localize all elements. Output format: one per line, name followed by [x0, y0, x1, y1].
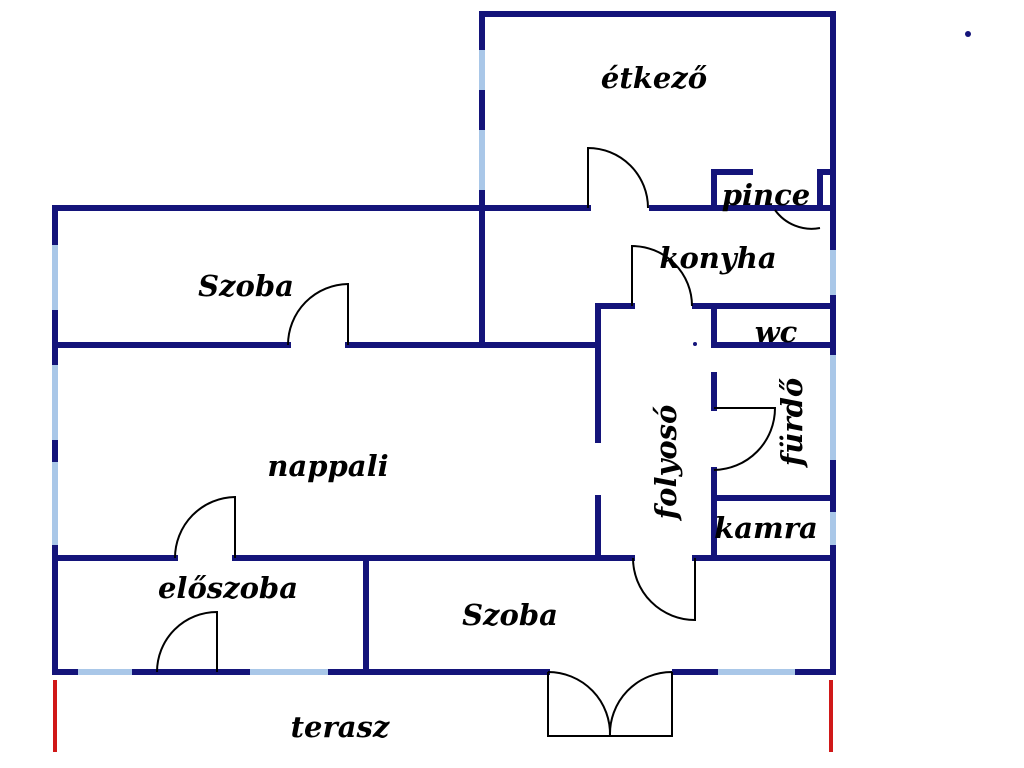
door-nappali: [174, 495, 236, 559]
door-etkezo: [587, 146, 649, 209]
door-terrace-right: [608, 671, 673, 737]
room-labels: étkező pince konyha Szoba wc nappali für…: [158, 61, 818, 744]
door-konyha: [631, 244, 693, 307]
door-folyoso-south: [632, 557, 696, 622]
label-terasz: terasz: [291, 710, 390, 744]
label-wc: wc: [755, 315, 798, 349]
label-szoba-upper: Szoba: [198, 269, 294, 303]
doors: [156, 146, 821, 737]
label-konyha: konyha: [659, 241, 776, 275]
door-terrace-left: [547, 671, 612, 737]
label-szoba-lower: Szoba: [462, 598, 558, 632]
label-eloszoba: előszoba: [158, 571, 298, 605]
windows: [52, 50, 836, 675]
label-nappali: nappali: [267, 449, 388, 483]
walls: [52, 11, 836, 675]
door-pince: [774, 209, 821, 230]
label-folyoso: folyosó: [649, 405, 683, 522]
label-furdo: fürdő: [775, 378, 809, 468]
dot-mark: [693, 342, 697, 346]
pince-wall: [711, 169, 753, 211]
door-furdo: [713, 407, 777, 471]
pince-wall-right: [817, 169, 836, 211]
door-szoba-upper: [287, 282, 349, 346]
terrace-edges: [53, 680, 833, 752]
door-eloszoba: [156, 610, 218, 673]
label-pince: pince: [722, 178, 811, 212]
dot-mark: [965, 31, 971, 37]
label-kamra: kamra: [714, 511, 818, 545]
label-etkezo: étkező: [601, 61, 707, 95]
